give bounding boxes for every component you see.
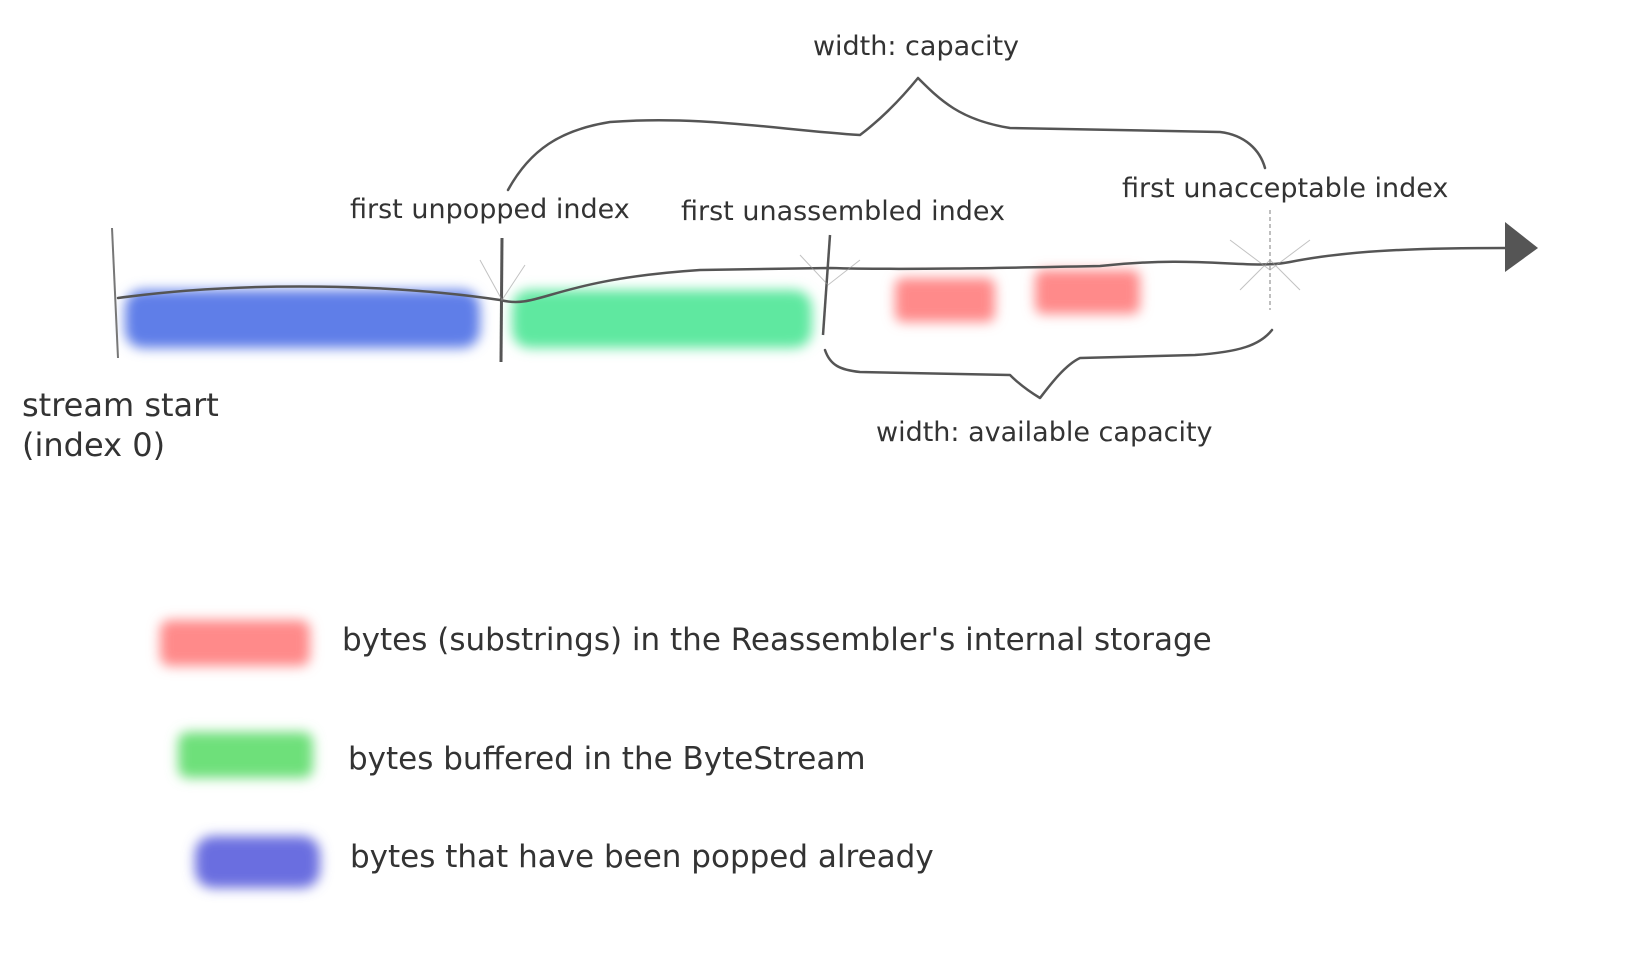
stream-arrowhead-icon	[1505, 222, 1538, 272]
legend-swatch-bytestream	[178, 732, 313, 778]
available-capacity-brace	[823, 328, 1274, 400]
stream-line	[116, 246, 1512, 304]
stream-start-label: stream start	[22, 386, 219, 424]
popped-bytes-region	[125, 290, 480, 348]
reassembler-segment-1	[895, 278, 995, 322]
available-capacity-label: width: available capacity	[876, 417, 1213, 448]
first-unassembled-label: first unassembled index	[681, 196, 1005, 227]
legend-label-bytestream: bytes buffered in the ByteStream	[348, 741, 866, 777]
legend-swatch-reassembler	[160, 620, 310, 666]
stream-start-tick	[111, 227, 119, 359]
first-unassembled-tick	[821, 234, 832, 336]
buffered-bytes-region	[512, 290, 812, 348]
capacity-label: width: capacity	[813, 31, 1019, 62]
legend-label-popped: bytes that have been popped already	[350, 839, 934, 875]
capacity-brace	[506, 76, 1267, 192]
first-unacceptable-label: first unacceptable index	[1122, 173, 1448, 204]
legend-label-reassembler: bytes (substrings) in the Reassembler's …	[342, 622, 1212, 658]
first-unpopped-label: first unpopped index	[350, 194, 630, 225]
legend-swatch-popped	[195, 836, 320, 888]
reassembler-segment-2	[1035, 270, 1140, 314]
stream-start-index-label: (index 0)	[22, 426, 165, 464]
legend: bytes (substrings) in the Reassembler's …	[160, 620, 1212, 888]
